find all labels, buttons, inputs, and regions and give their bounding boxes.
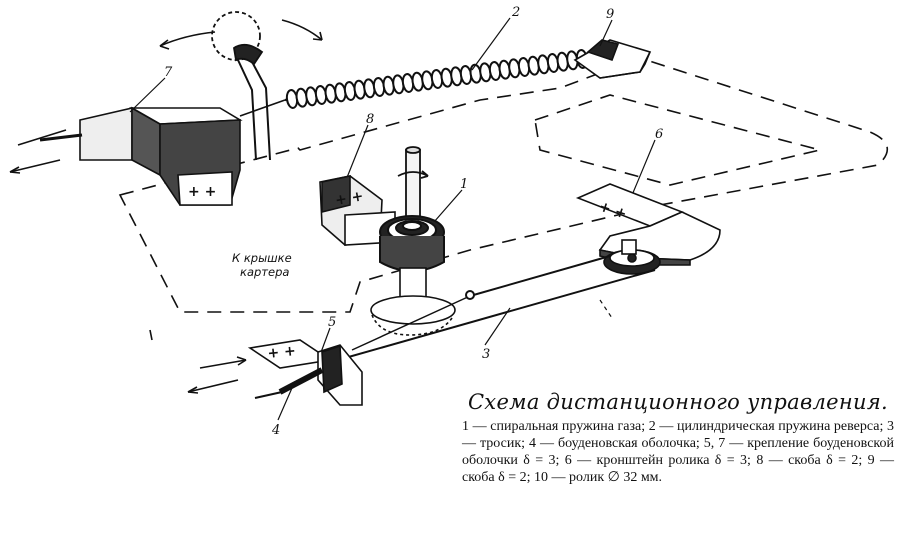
bracket-7 — [39, 99, 286, 206]
roller-10 — [603, 239, 661, 275]
control-lever — [211, 11, 271, 161]
label-6: 6 — [655, 127, 663, 142]
spring-coils — [285, 49, 589, 109]
bracket-8-marks: + + — [334, 188, 365, 209]
bracket-8 — [319, 175, 396, 246]
label-3: 3 — [482, 347, 490, 362]
label-8: 8 — [366, 112, 374, 127]
caption-legend: 1 — спиральная пружина газа; 2 — цилиндр… — [462, 419, 894, 485]
label-9: 9 — [606, 7, 614, 22]
cable-3 — [344, 255, 656, 359]
note-line-1: К крышке — [232, 251, 292, 265]
motion-arrows-top — [9, 19, 323, 174]
shaft-base — [370, 267, 456, 336]
label-2: 2 — [511, 5, 520, 20]
motion-arrows-bottom — [149, 329, 247, 394]
bracket-5 — [247, 339, 363, 406]
caption-title: Схема дистанционного управления. — [467, 390, 889, 414]
label-1: 1 — [460, 177, 468, 192]
crankcase-outline — [118, 57, 888, 313]
bracket-9 — [573, 39, 652, 79]
bracket-7-marks: + + — [188, 184, 216, 200]
bracket-5-marks: + + — [267, 343, 297, 362]
label-5: 5 — [328, 315, 336, 330]
gas-spiral-spring-1 — [379, 215, 445, 272]
note-line-2: картера — [240, 265, 289, 279]
bowden-sheath-4 — [254, 372, 317, 399]
label-4: 4 — [271, 423, 280, 438]
label-7: 7 — [164, 65, 173, 80]
figure-caption: Схема дистанционного управления. 1 — спи… — [462, 390, 894, 486]
